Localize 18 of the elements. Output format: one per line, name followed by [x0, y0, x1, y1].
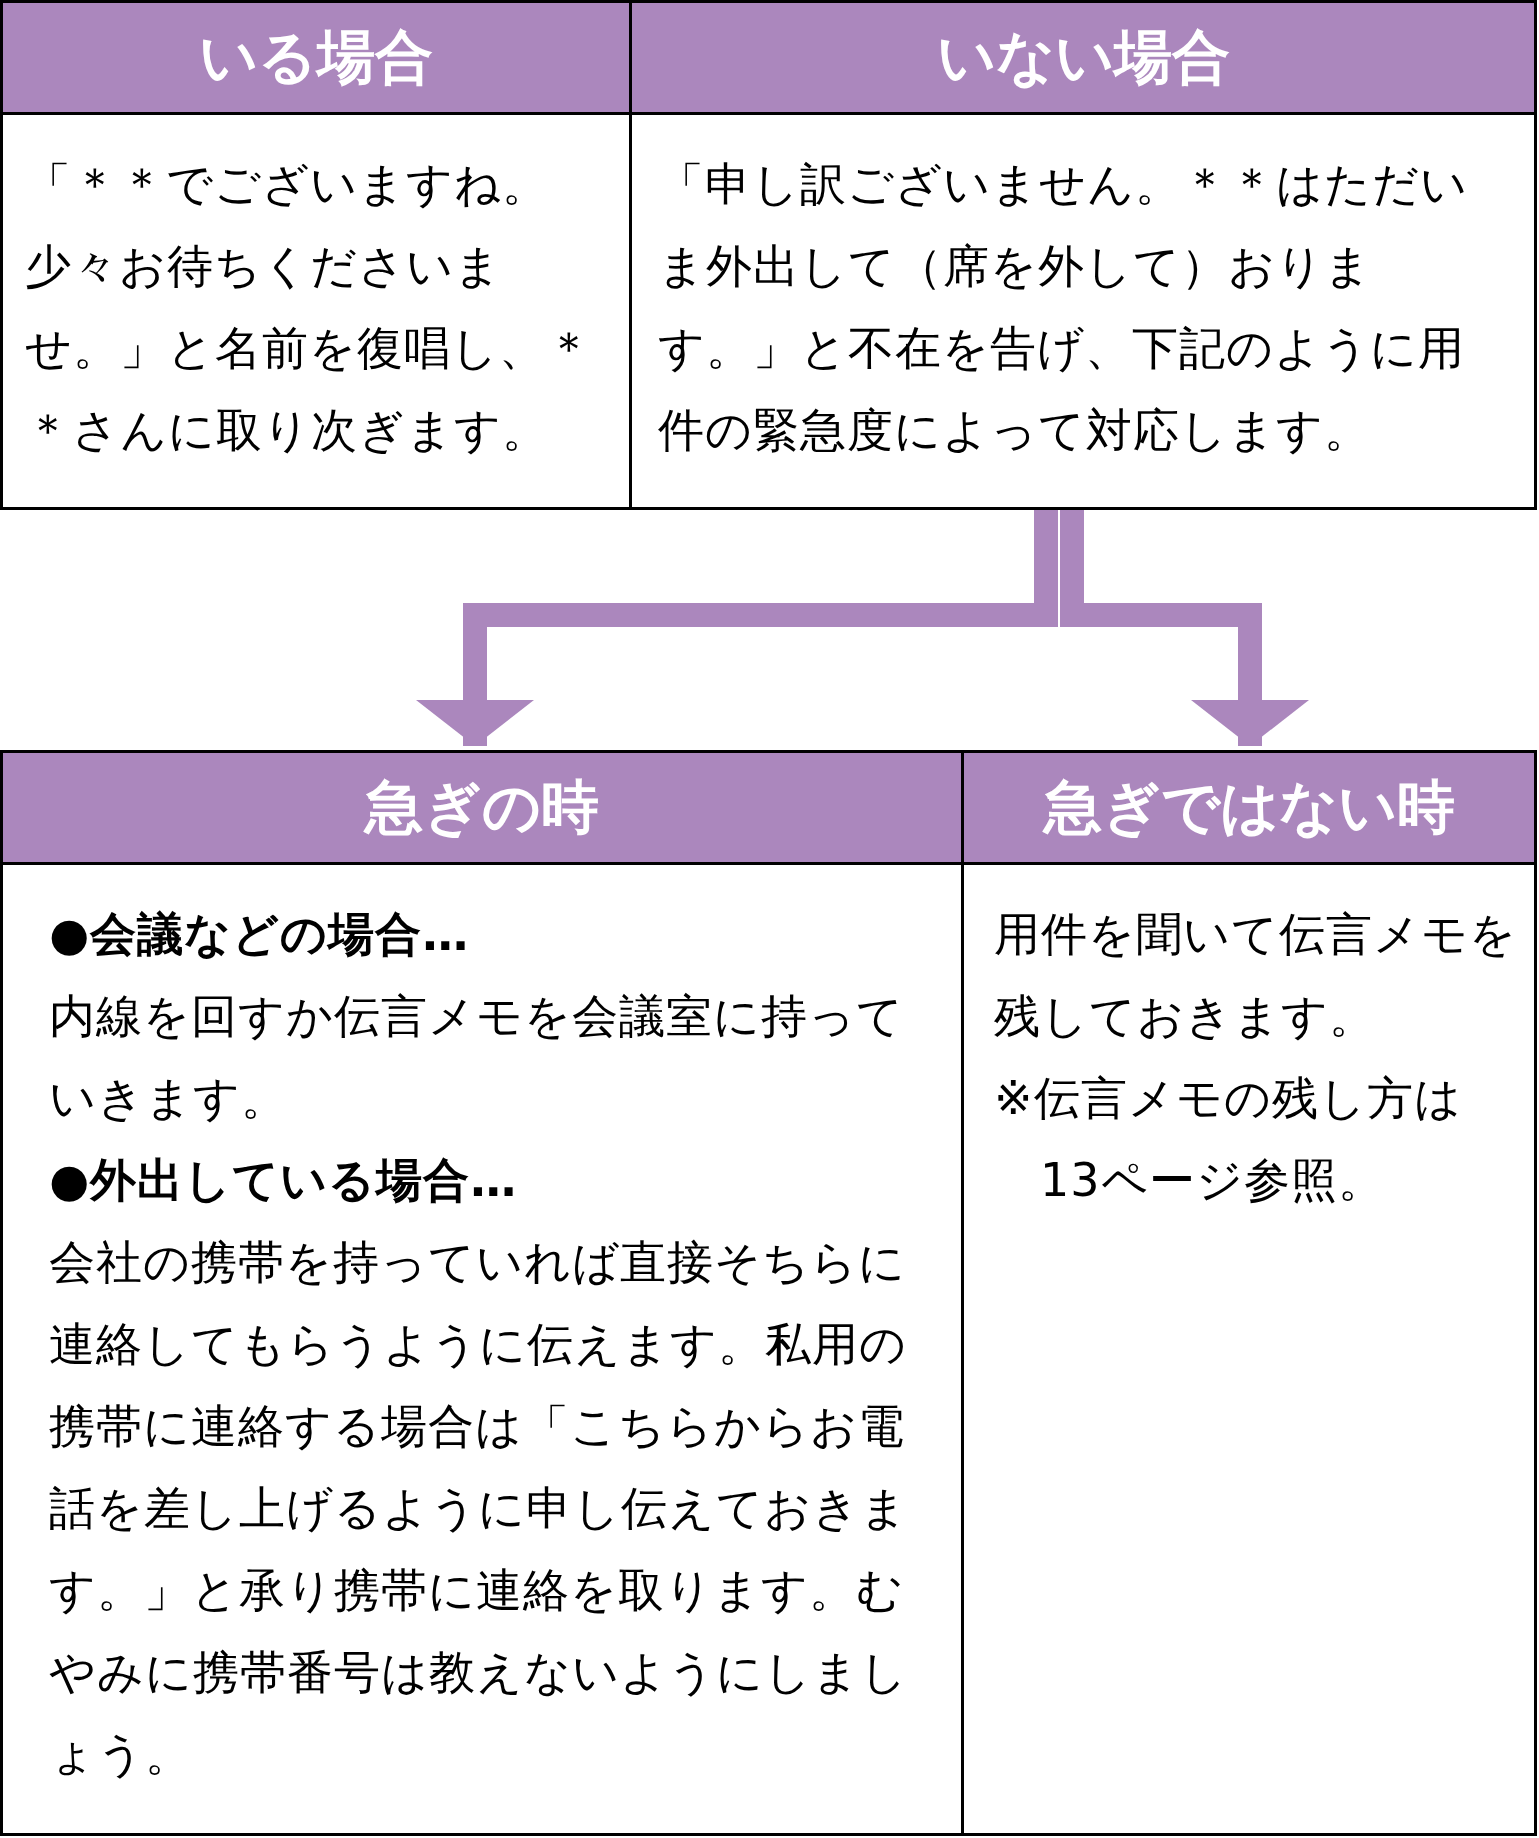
table-panel	[0, 750, 964, 1836]
table-panel	[629, 0, 1537, 510]
table-panel	[0, 0, 632, 510]
body-text: 「＊＊でございますね。少々お待ちくださいませ。」と名前を復唱し、＊＊さんに取り次ぎます。	[25, 156, 594, 459]
body-text: ※伝言メモの残し方は13ページ参照。	[994, 1070, 1463, 1209]
body-text: 用件を聞いて伝言メモを残しておきます。	[994, 906, 1518, 1045]
header-band: 急ぎの時	[3, 753, 961, 865]
arrow	[416, 510, 1058, 746]
body-text: 会社の携帯を持っていれば直接そちらに連絡してもらうように伝えます。私用の携帯に連絡する場合は「こちらからお電話を差し上げるように申し伝えておきます。」と承り携帯に連絡を取ります。むやみに携帯番号は教えないようにしましょう。	[49, 1234, 909, 1783]
bullet-heading: ●外出している場合…	[49, 1152, 519, 1209]
body-text: 「申し訳ございません。＊＊はただいま外出して（席を外して）おります。」と不在を告げ、下記のように用件の緊急度によって対応します。	[658, 156, 1469, 459]
arrow	[1060, 510, 1309, 746]
header-band: 急ぎではない時	[964, 753, 1534, 865]
body-text: 内線を回すか伝言メモを会議室に持っていきます。	[49, 988, 905, 1127]
header-band: いる場合	[3, 3, 629, 115]
header-band: いない場合	[632, 3, 1534, 115]
bullet-heading: ●会議などの場合…	[49, 906, 471, 963]
table-panel	[961, 750, 1537, 1836]
